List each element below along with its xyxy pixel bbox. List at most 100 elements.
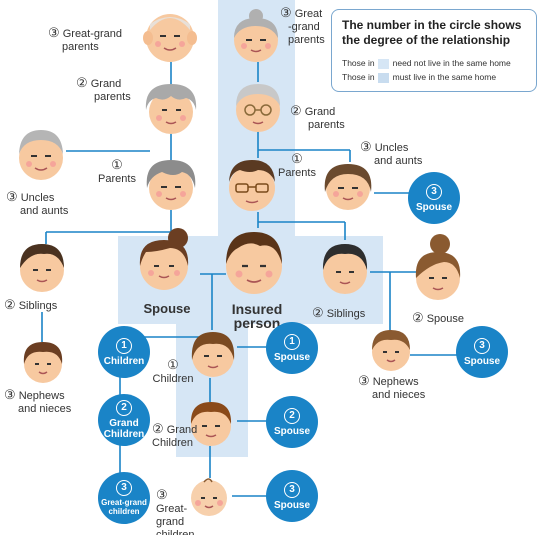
- right-parent-face: [229, 160, 275, 211]
- degree-marker: ①: [291, 151, 303, 166]
- label-text: parents: [288, 34, 325, 46]
- label-text: parents: [94, 91, 131, 103]
- spouse-face: [139, 228, 189, 290]
- great-grandchild-face: [191, 478, 227, 516]
- label-uncles-right: ③ Uncles and aunts: [360, 140, 422, 168]
- legend-row-text: must live in the same home: [392, 72, 497, 82]
- circle-text: Children: [103, 355, 145, 367]
- degree-marker: ②: [312, 305, 324, 320]
- circle-text: children: [108, 507, 140, 516]
- label-great-grandparents-left: ③ Great-grand parents: [48, 26, 122, 54]
- label-text: -grand: [288, 21, 320, 33]
- circle-number: 1: [116, 337, 132, 354]
- legend-title: The number in the circle shows the degre…: [342, 18, 521, 48]
- label-text: Parents: [98, 173, 136, 185]
- degree-marker: ③: [4, 387, 16, 402]
- label-text: Great-grand: [62, 28, 123, 40]
- label-text: Nephews: [18, 390, 65, 402]
- label-text: Siblings: [18, 300, 58, 312]
- sibling-spouse-face: [415, 234, 461, 300]
- degree-marker: ①: [111, 157, 123, 172]
- right-sibling-face: [322, 244, 368, 294]
- legend-swatch-need-not: [377, 58, 389, 69]
- label-parents-left: ① Parents: [92, 158, 142, 186]
- circle-spouse-nephews: 3 Spouse: [456, 326, 508, 378]
- degree-marker: ③: [48, 25, 60, 40]
- circle-text: Children: [103, 429, 145, 440]
- legend-row-prefix: Those in: [342, 72, 375, 82]
- label-uncles-left: ③ Uncles and aunts: [6, 190, 68, 218]
- label-text: children: [156, 529, 195, 535]
- left-grandparent-face: [145, 84, 197, 134]
- legend-row-must: Those in must live in the same home: [342, 72, 496, 83]
- legend-row-need-not: Those in need not live in the same home: [342, 58, 511, 69]
- label-text: parents: [62, 41, 99, 53]
- circle-number: 3: [426, 183, 442, 200]
- label-text: Great: [294, 8, 323, 20]
- circle-text: Spouse: [273, 499, 311, 511]
- insured-line1: Insured: [231, 301, 283, 317]
- grandchild-face: [190, 402, 232, 446]
- label-greatgrand-mid: ③ Great- grand children: [156, 488, 195, 535]
- legend-box: The number in the circle shows the degre…: [331, 9, 537, 92]
- label-text: Parents: [278, 167, 316, 179]
- circle-children: 1 Children: [98, 326, 150, 378]
- degree-marker: ②: [4, 297, 16, 312]
- label-siblings-right: ② Siblings: [312, 306, 365, 321]
- label-grandparents-right: ② Grand parents: [290, 104, 345, 132]
- legend-title-line2: the degree of the relationship: [342, 33, 511, 47]
- label-grandparents-left: ② Grand parents: [76, 76, 131, 104]
- label-text: Spouse: [426, 313, 465, 325]
- degree-marker: ②: [412, 310, 424, 325]
- label-text: grand: [156, 516, 185, 528]
- circle-text: Spouse: [415, 201, 453, 213]
- legend-title-line1: The number in the circle shows: [342, 18, 522, 32]
- degree-marker: ③: [156, 487, 168, 502]
- label-text: Grand: [166, 424, 198, 436]
- label-text: and nieces: [18, 403, 72, 415]
- label-insured-person: Insured person: [220, 302, 294, 330]
- label-text: Grand: [304, 106, 336, 118]
- label-text: Nephews: [372, 376, 419, 388]
- label-text: parents: [308, 119, 345, 131]
- left-great-grandparent-face: [143, 14, 197, 62]
- label-parents-right: ① Parents: [272, 152, 322, 180]
- label-text: Great-: [156, 503, 188, 515]
- label-grandchildren-mid: ② Grand Children: [152, 422, 197, 450]
- degree-marker: ②: [290, 103, 302, 118]
- degree-marker: ③: [280, 5, 292, 20]
- insured-person-face: [226, 232, 282, 294]
- right-grandparent-face: [236, 84, 280, 132]
- label-text: and nieces: [372, 389, 426, 401]
- circle-grandchildren: 2 Grand Children: [98, 394, 150, 446]
- label-sibling-spouse: ② Spouse: [412, 311, 464, 326]
- right-great-grandparent-face: [234, 9, 278, 62]
- child-face: [191, 332, 235, 377]
- label-text: Children: [152, 437, 193, 449]
- circle-number: 2: [116, 400, 132, 416]
- label-text: Uncles: [20, 192, 55, 204]
- label-text: and aunts: [20, 205, 69, 217]
- label-text: Grand: [90, 78, 122, 90]
- label-spouse-main: Spouse: [143, 301, 191, 316]
- circle-spouse-great-grandchildren: 3 Spouse: [266, 470, 318, 522]
- circle-number: 3: [116, 480, 132, 496]
- circle-number: 3: [284, 481, 300, 498]
- label-nephews-right: ③ Nephews and nieces: [358, 374, 425, 402]
- label-siblings-left: ② Siblings: [4, 298, 57, 313]
- degree-marker: ③: [358, 373, 370, 388]
- left-uncle-face: [19, 130, 63, 180]
- circle-number: 3: [474, 337, 490, 354]
- legend-row-text: need not live in the same home: [392, 58, 511, 68]
- right-nephew-face: [372, 330, 410, 371]
- label-nephews-left: ③ Nephews and nieces: [4, 388, 71, 416]
- circle-great-grandchildren: 3 Great-grand children: [98, 472, 150, 524]
- circle-spouse-grandchildren: 2 Spouse: [266, 396, 318, 448]
- degree-marker: ③: [6, 189, 18, 204]
- legend-row-prefix: Those in: [342, 58, 375, 68]
- degree-marker: ②: [76, 75, 88, 90]
- circle-text: Spouse: [273, 425, 311, 437]
- circle-text: Great-grand: [101, 498, 147, 507]
- label-text: Siblings: [326, 308, 366, 320]
